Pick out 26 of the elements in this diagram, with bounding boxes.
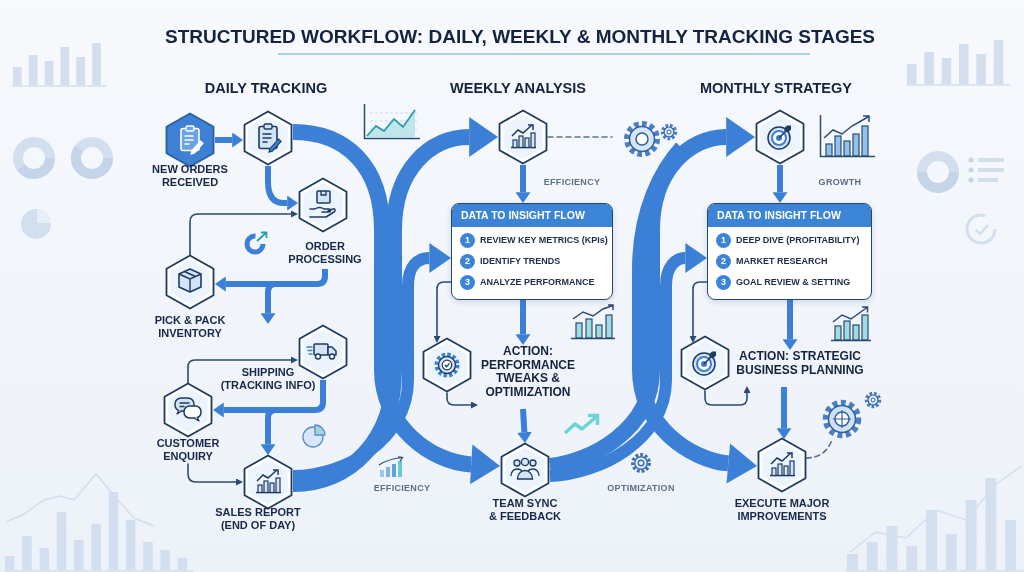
step-label: GOAL REVIEW & SETTING [735,276,851,288]
step-label: IDENTIFY TRENDS [479,255,561,267]
node-label: SALES REPORT (END OF DAY) [214,506,302,531]
column-heading: DAILY TRACKING [204,80,328,96]
step-number: 1 [715,232,731,248]
step-number: 3 [715,274,731,290]
node-label: NEW ORDERS RECEIVED [151,163,229,188]
action-label: ACTION: STRATEGIC BUSINESS PLANNING [735,350,865,377]
column-heading: WEEKLY ANALYSIS [450,80,586,96]
action-label: ACTION: PERFORMANCE TWEAKS & OPTIMIZATION [480,345,576,399]
node-label: SHIPPING (TRACKING INFO) [219,366,317,391]
node-label: PICK & PACK INVENTORY [153,314,227,339]
step-label: DEEP DIVE (PROFITABILITY) [735,234,860,246]
step-label: ANALYZE PERFORMANCE [479,276,595,288]
metric-label: EFFICIENCY [543,177,601,187]
node-label: CUSTOMER ENQUIRY [155,437,221,462]
column-heading: MONTHLY STRATEGY [700,80,852,96]
card-title: DATA TO INSIGHT FLOW [708,204,871,227]
title: STRUCTURED WORKFLOW: DAILY, WEEKLY & MONTHLY TRACKING STAGES [164,26,876,48]
node-label: TEAM SYNC & FEEDBACK [488,497,562,522]
step-label: MARKET RESEARCH [735,255,828,267]
metric-label: OPTIMIZATION [607,483,675,493]
node-label: EXECUTE MAJOR IMPROVEMENTS [733,497,831,522]
metric-label: GROWTH [818,177,862,187]
step-label: REVIEW KEY METRICS (KPIs) [479,234,608,246]
step-number: 2 [715,253,731,269]
